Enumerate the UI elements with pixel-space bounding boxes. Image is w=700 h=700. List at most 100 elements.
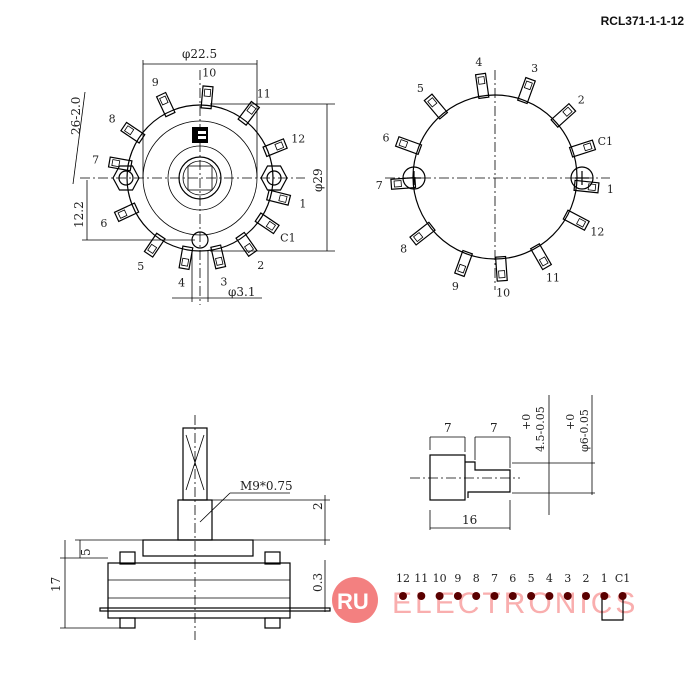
terminal-tab bbox=[474, 72, 490, 100]
terminal-label: 9 bbox=[152, 76, 159, 89]
dim-top: 2 bbox=[311, 502, 325, 510]
terminal-label: 6 bbox=[100, 217, 107, 230]
schematic-label: 2 bbox=[583, 572, 590, 585]
terminal-label: 8 bbox=[109, 113, 116, 126]
terminal-label: 11 bbox=[546, 271, 560, 284]
dim-body: 5 bbox=[79, 548, 93, 556]
terminal-label: 7 bbox=[92, 154, 99, 167]
schematic-contact bbox=[600, 592, 609, 600]
terminal-label: 10 bbox=[496, 287, 510, 300]
terminal-tab bbox=[113, 202, 140, 223]
schematic-contact bbox=[545, 592, 554, 600]
terminal-tab bbox=[453, 249, 474, 278]
part-number-title: RCL371-1-1-12 bbox=[600, 14, 684, 28]
flat-tolerance: +0 bbox=[520, 414, 533, 430]
terminal-label: 7 bbox=[376, 179, 383, 192]
terminal-tab bbox=[178, 245, 194, 271]
dim-angle: 26-2.0 bbox=[69, 97, 83, 135]
terminal-tab bbox=[562, 209, 590, 232]
schematic-label: 12 bbox=[396, 572, 410, 585]
schematic-contact bbox=[582, 592, 590, 600]
terminal-tab bbox=[254, 212, 280, 235]
thread-label: M9*0.75 bbox=[240, 479, 293, 493]
schematic-label: 11 bbox=[414, 572, 428, 585]
terminal-label: 2 bbox=[578, 93, 585, 106]
dim-shaft-length: 16 bbox=[462, 513, 477, 527]
dim-height: 12.2 bbox=[72, 201, 86, 228]
schematic-label: 3 bbox=[564, 572, 571, 585]
terminal-tab bbox=[120, 121, 146, 144]
terminal-label: 12 bbox=[590, 225, 604, 238]
dim-outer-diameter: φ22.5 bbox=[182, 47, 217, 61]
shaft-detail-view: 7 7 16 +0 4.5-0.05 +0 φ6-0.05 bbox=[410, 395, 595, 530]
screw-right bbox=[570, 166, 594, 190]
terminal-label: 1 bbox=[299, 198, 306, 211]
schematic-contact bbox=[618, 592, 627, 600]
terminal-tab bbox=[107, 156, 133, 172]
terminal-label: 1 bbox=[607, 183, 614, 196]
schematic-label: 8 bbox=[473, 572, 480, 585]
wafer-body bbox=[107, 562, 291, 619]
schematic-contact bbox=[417, 592, 426, 600]
terminal-tab bbox=[210, 244, 227, 270]
terminal-label: 5 bbox=[137, 260, 144, 273]
terminal-label: 2 bbox=[257, 259, 264, 272]
schematic-contact bbox=[508, 592, 517, 600]
terminal-label: 12 bbox=[291, 132, 305, 145]
schematic-label: C1 bbox=[615, 572, 630, 585]
dia-tolerance: +0 bbox=[564, 414, 577, 430]
terminal-tab bbox=[237, 100, 261, 126]
terminal-tab bbox=[573, 179, 600, 194]
schematic-contact bbox=[527, 592, 536, 600]
terminal-tab bbox=[200, 85, 214, 110]
terminal-label: 4 bbox=[178, 276, 185, 289]
schematic-contact bbox=[472, 592, 481, 600]
mounting-plate bbox=[142, 539, 254, 557]
terminal-label: 10 bbox=[202, 66, 216, 79]
watermark-badge: RU bbox=[337, 589, 369, 614]
schematic-label: 7 bbox=[491, 572, 498, 585]
dim-flat-length: 7 bbox=[490, 421, 498, 435]
dim-total: 17 bbox=[49, 577, 63, 592]
terminal-tab bbox=[423, 93, 449, 120]
schematic-label: 6 bbox=[509, 572, 516, 585]
schematic-label: 4 bbox=[546, 572, 553, 585]
terminal-label: 8 bbox=[400, 242, 407, 255]
dim-collar: 7 bbox=[444, 421, 452, 435]
terminal-label: 9 bbox=[452, 280, 459, 293]
terminal-tab bbox=[262, 138, 288, 158]
schematic-contact bbox=[435, 592, 444, 600]
terminal-tab bbox=[529, 242, 553, 271]
hex-nut-left bbox=[112, 165, 140, 191]
terminal-label: C1 bbox=[598, 135, 613, 148]
dim-flat: 4.5-0.05 bbox=[534, 406, 547, 452]
side-view: M9*0.75 2 0.3 5 17 bbox=[49, 415, 331, 640]
dim-plate: 0.3 bbox=[311, 573, 325, 592]
hex-nut-right bbox=[260, 165, 288, 191]
terminal-tab bbox=[265, 189, 292, 206]
terminal-label: 4 bbox=[475, 56, 482, 69]
schematic-label: 5 bbox=[528, 572, 535, 585]
terminal-label: 6 bbox=[382, 131, 389, 144]
schematic-contact bbox=[399, 592, 407, 600]
terminal-tab bbox=[494, 255, 508, 282]
terminal-tab bbox=[235, 231, 258, 258]
screw-left bbox=[402, 166, 426, 190]
terminal-tab bbox=[516, 76, 537, 105]
schematic-label: 1 bbox=[601, 572, 608, 585]
terminal-label: 3 bbox=[220, 275, 227, 288]
terminal-tab bbox=[409, 221, 436, 246]
schematic-label: 9 bbox=[454, 572, 461, 585]
schematic-contact bbox=[453, 592, 462, 600]
dim-pin-diameter: φ3.1 bbox=[228, 285, 256, 299]
schematic-label: 10 bbox=[433, 572, 447, 585]
terminal-tab bbox=[143, 232, 166, 258]
shaft-collar bbox=[429, 454, 466, 501]
terminal-tab bbox=[155, 91, 176, 118]
schematic-contact bbox=[490, 592, 499, 600]
